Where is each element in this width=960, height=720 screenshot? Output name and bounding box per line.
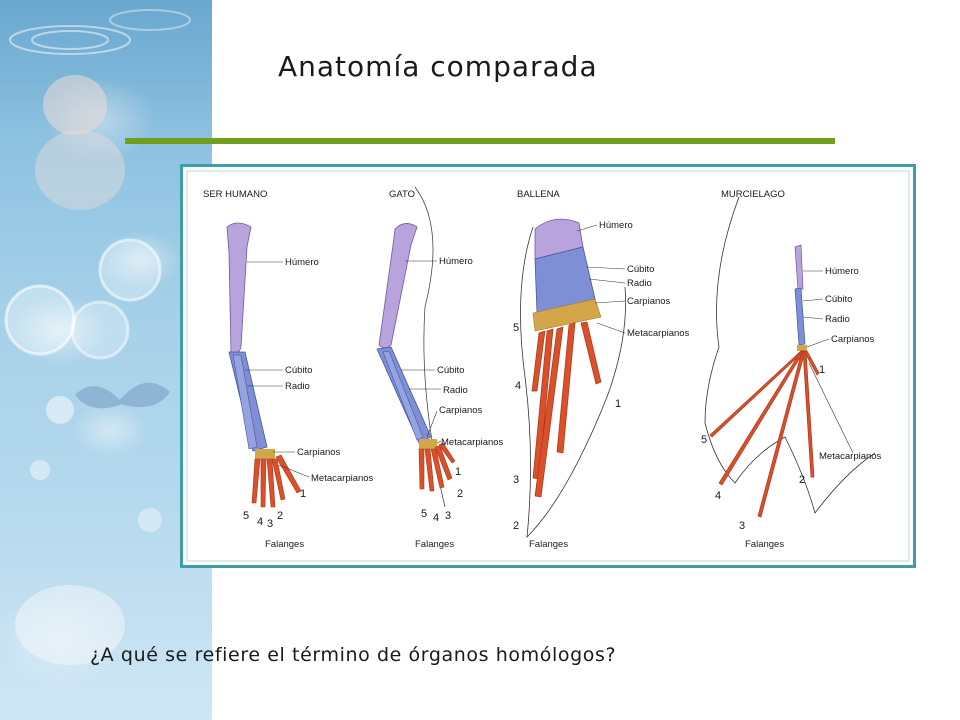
whale-digit-3: 3 [513, 474, 519, 486]
panel-whale: BALLENA Húmer [513, 189, 690, 550]
cat-label-ulna: Cúbito [437, 365, 464, 376]
panel-bat: MURCIELAGO Húmero [701, 189, 882, 550]
bat-label-radius: Radio [825, 314, 850, 325]
bat-label-metacarpals: Metacarpianos [819, 451, 882, 462]
human-digit-5: 5 [243, 510, 249, 522]
bat-carpals [797, 345, 807, 351]
whale-digit-4: 4 [515, 380, 521, 392]
bat-label-carpals: Carpianos [831, 334, 875, 345]
bat-label-ulna: Cúbito [825, 294, 852, 305]
bat-label-phalanges: Falanges [745, 539, 784, 550]
panel-header-cat: GATO [389, 189, 415, 200]
panel-human: SER HUMANO Hú [203, 189, 374, 550]
whale-humerus [534, 218, 584, 260]
cat-digit-2: 2 [457, 488, 463, 500]
whale-digit-5: 5 [513, 322, 519, 334]
bat-digit-4: 4 [715, 490, 721, 502]
bat-digit-1: 1 [819, 364, 825, 376]
bat-digits [709, 350, 820, 518]
human-label-radius: Radio [285, 381, 310, 392]
whale-carpals [532, 298, 602, 332]
cat-carpals [419, 439, 437, 449]
cat-digit-5: 5 [421, 508, 427, 520]
human-label-metacarpals: Metacarpianos [311, 473, 374, 484]
bat-humerus [794, 244, 804, 291]
panel-cat: GATO Húmero Cúbito [376, 186, 504, 550]
whale-label-phalanges: Falanges [529, 539, 568, 550]
human-digit-4: 4 [257, 516, 263, 528]
cat-label-phalanges: Falanges [415, 539, 454, 550]
whale-digits [531, 321, 602, 498]
whale-label-radius: Radio [627, 278, 652, 289]
bat-forearm [794, 287, 806, 346]
bat-wing-outline [704, 196, 876, 514]
human-digit-2: 2 [277, 510, 283, 522]
human-label-humerus: Húmero [285, 257, 319, 268]
human-digits [251, 454, 302, 508]
page-title: Anatomía comparada [278, 50, 598, 83]
cat-digits [418, 442, 456, 492]
human-humerus [226, 222, 252, 354]
cat-label-radius: Radio [443, 385, 468, 396]
whale-flipper-outline [520, 226, 626, 539]
whale-digit-1: 1 [615, 398, 621, 410]
homologous-limbs-figure: SER HUMANO Hú [180, 164, 916, 568]
whale-label-carpals: Carpianos [627, 296, 671, 307]
cat-label-carpals: Carpianos [439, 405, 483, 416]
cat-digit-3: 3 [445, 510, 451, 522]
cat-digit-1: 1 [455, 466, 461, 478]
human-label-carpals: Carpianos [297, 447, 341, 458]
title-underline [125, 138, 835, 144]
whale-label-humerus: Húmero [599, 220, 633, 231]
human-label-ulna: Cúbito [285, 365, 312, 376]
cat-humerus [378, 223, 418, 349]
human-carpals [255, 449, 275, 459]
panel-header-human: SER HUMANO [203, 189, 267, 200]
cat-digit-4: 4 [433, 512, 439, 524]
limb-diagram: SER HUMANO Hú [186, 170, 910, 562]
panel-header-bat: MURCIELAGO [721, 189, 785, 200]
whale-label-metacarpals: Metacarpianos [627, 328, 690, 339]
bat-digit-3: 3 [739, 520, 745, 532]
human-digit-3: 3 [267, 518, 273, 530]
bat-label-humerus: Húmero [825, 266, 859, 277]
decorative-side-panel [0, 0, 212, 720]
side-panel-artwork [4, 9, 191, 665]
question-text: ¿A qué se refiere el término de órganos … [90, 644, 617, 666]
human-digit-1: 1 [300, 488, 306, 500]
bat-digit-2: 2 [799, 474, 805, 486]
panel-header-whale: BALLENA [517, 189, 560, 200]
human-label-phalanges: Falanges [265, 539, 304, 550]
whale-label-ulna: Cúbito [627, 264, 654, 275]
whale-digit-2: 2 [513, 520, 519, 532]
bat-digit-5: 5 [701, 434, 707, 446]
cat-label-humerus: Húmero [439, 256, 473, 267]
cat-label-metacarpals: Metacarpianos [441, 437, 504, 448]
